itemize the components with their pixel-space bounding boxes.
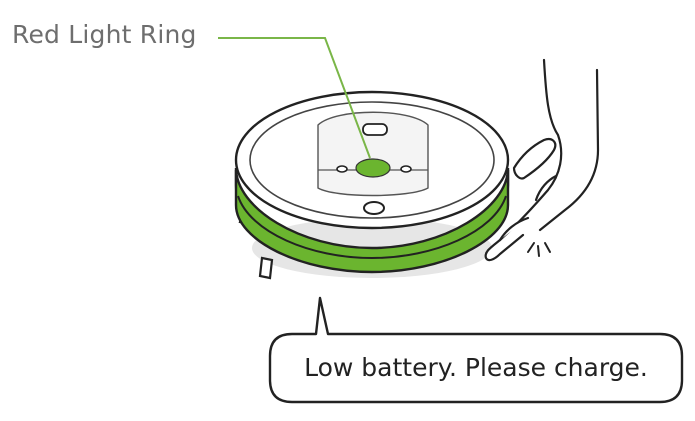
motion-marks	[527, 242, 551, 257]
clean-button-light-ring	[355, 158, 391, 178]
callout-label-red-light-ring: Red Light Ring	[12, 20, 197, 49]
center-panel	[317, 111, 429, 197]
front-caster	[363, 201, 385, 215]
handle-slot	[362, 123, 388, 136]
callout-leader-line	[218, 37, 371, 159]
home-button	[336, 165, 348, 173]
speech-bubble	[268, 296, 684, 404]
speech-bubble-message: Low battery. Please charge.	[304, 352, 648, 382]
hand-icon	[484, 58, 600, 262]
green-bumper-side	[234, 167, 510, 274]
spot-button	[400, 165, 412, 173]
